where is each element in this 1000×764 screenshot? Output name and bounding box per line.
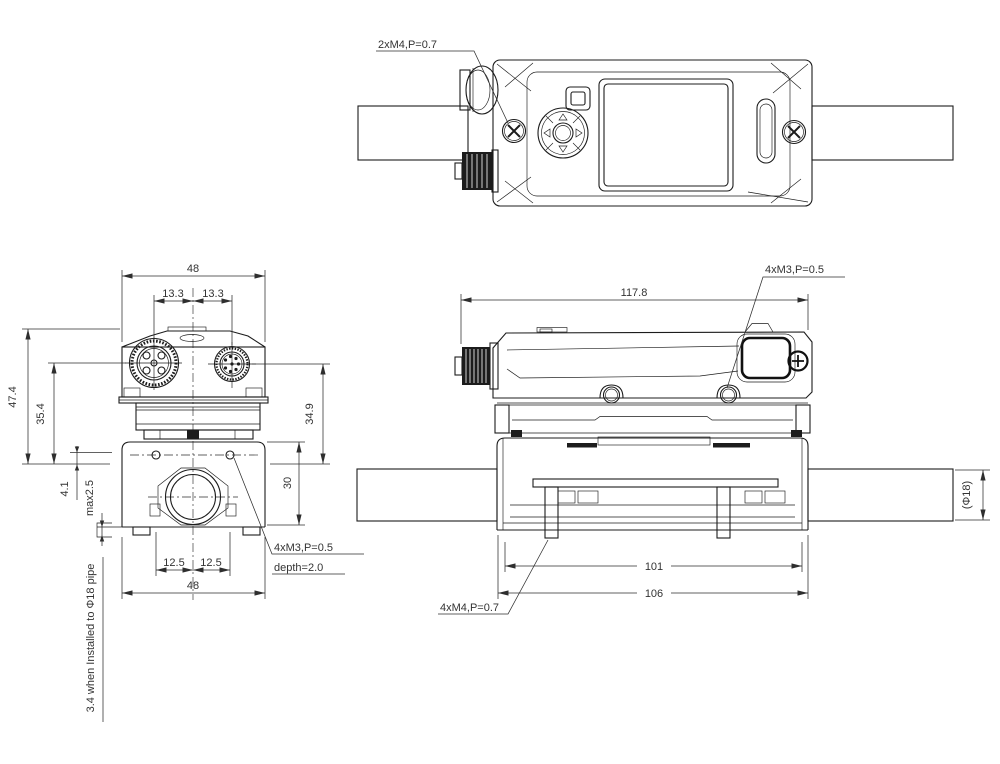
dim-height-body: 34.9 <box>252 363 330 465</box>
dim-101: 101 <box>645 561 663 573</box>
mount-foot-right <box>716 486 731 539</box>
dim-4-1: 4.1 <box>59 481 71 496</box>
front-view: 48 13.3 13.3 47.4 35.4 4.1 <box>7 263 364 722</box>
mounting-bracket-front <box>96 441 266 538</box>
m3-hole-right <box>225 450 235 460</box>
label-2xM4: 2xM4,P=0.7 <box>376 39 509 124</box>
pipe-right <box>811 105 954 161</box>
dim-47-4: 47.4 <box>7 386 19 407</box>
clamp-hook-left <box>599 384 624 404</box>
thread-label-side-top: 4xM3,P=0.5 <box>765 264 824 276</box>
dim-117-8: 117.8 <box>621 287 648 299</box>
dim-12-5-left: 12.5 <box>163 557 184 569</box>
screw-left-icon <box>501 118 527 144</box>
dpad-control <box>537 107 589 159</box>
pipe-left-side <box>356 468 498 522</box>
dim-106: 106 <box>645 588 663 600</box>
lcd-screen <box>598 78 734 192</box>
dim-hole-spacing: 12.5 12.5 <box>155 532 231 576</box>
device-body-side <box>492 331 813 399</box>
pipe-bore <box>164 468 222 526</box>
connector-bottom-knurled <box>454 149 499 193</box>
dim-height-connector: 35.4 <box>35 362 126 464</box>
dim-48-bottom: 48 <box>187 580 199 592</box>
dim-48-top: 48 <box>187 263 199 275</box>
install-note-text: 3.4 when Installed to Φ18 pipe <box>85 564 97 713</box>
label-4xM4-side: 4xM4,P=0.7 <box>438 539 549 615</box>
dim-connector-spacing: 13.3 13.3 <box>153 288 233 345</box>
dim-bracket-height: 30 <box>267 441 305 526</box>
cover-screw-icon <box>787 350 809 372</box>
dim-13-3-right: 13.3 <box>202 288 223 300</box>
8pin-connector-front <box>208 342 256 388</box>
dim-max-2-5: max2.5 <box>84 480 96 516</box>
side-view: 117.8 4xM3,P=0.5 (Φ18) 101 106 <box>356 264 990 615</box>
cover-panel <box>736 333 796 383</box>
dim-height-total: 47.4 <box>7 328 120 465</box>
thread-depth-front: depth=2.0 <box>274 562 323 574</box>
dim-span-outer: 106 <box>497 535 809 600</box>
dim-30: 30 <box>282 477 294 489</box>
connector-top <box>459 65 499 115</box>
dim-width-top: 48 <box>121 263 266 342</box>
mounting-bracket-side <box>496 437 809 539</box>
dim-width-bottom: 48 <box>121 537 266 599</box>
dim-span-inner: 101 <box>504 542 803 573</box>
pipe-right-side <box>807 468 954 522</box>
pipe-left <box>357 105 469 161</box>
dim-offset-4-1: 4.1 <box>59 446 112 500</box>
m12-connector-front <box>125 337 182 390</box>
adapter-section <box>494 402 811 448</box>
enter-button <box>565 86 591 111</box>
dim-phi18: (Φ18) <box>961 481 973 509</box>
dim-gap-max: max2.5 <box>84 480 105 546</box>
label-4xM3-front: 4xM3,P=0.5 depth=2.0 <box>233 457 364 575</box>
dim-13-3-left: 13.3 <box>162 288 183 300</box>
m3-hole-left <box>151 450 161 460</box>
dim-pipe-diameter: (Φ18) <box>955 469 990 521</box>
screw-right-icon <box>781 119 807 145</box>
dim-12-5-right: 12.5 <box>200 557 221 569</box>
mount-foot-left <box>544 486 559 539</box>
connector-side-knurled <box>454 342 499 390</box>
device-body-top <box>492 59 813 207</box>
label-4xM3-side: 4xM3,P=0.5 <box>726 264 845 389</box>
thread-label-front: 4xM3,P=0.5 <box>274 542 333 554</box>
thread-label-side-bottom: 4xM4,P=0.7 <box>440 602 499 614</box>
thread-label-top-view: 2xM4,P=0.7 <box>378 39 437 51</box>
note-install: 3.4 when Installed to Φ18 pipe <box>85 557 104 722</box>
clamp-hook-right <box>716 384 741 404</box>
dim-34-9: 34.9 <box>304 403 316 424</box>
dim-length-total: 117.8 <box>460 287 809 344</box>
dim-35-4: 35.4 <box>35 403 47 424</box>
top-view: 2xM4,P=0.7 <box>357 39 954 207</box>
oval-slot <box>756 98 776 164</box>
